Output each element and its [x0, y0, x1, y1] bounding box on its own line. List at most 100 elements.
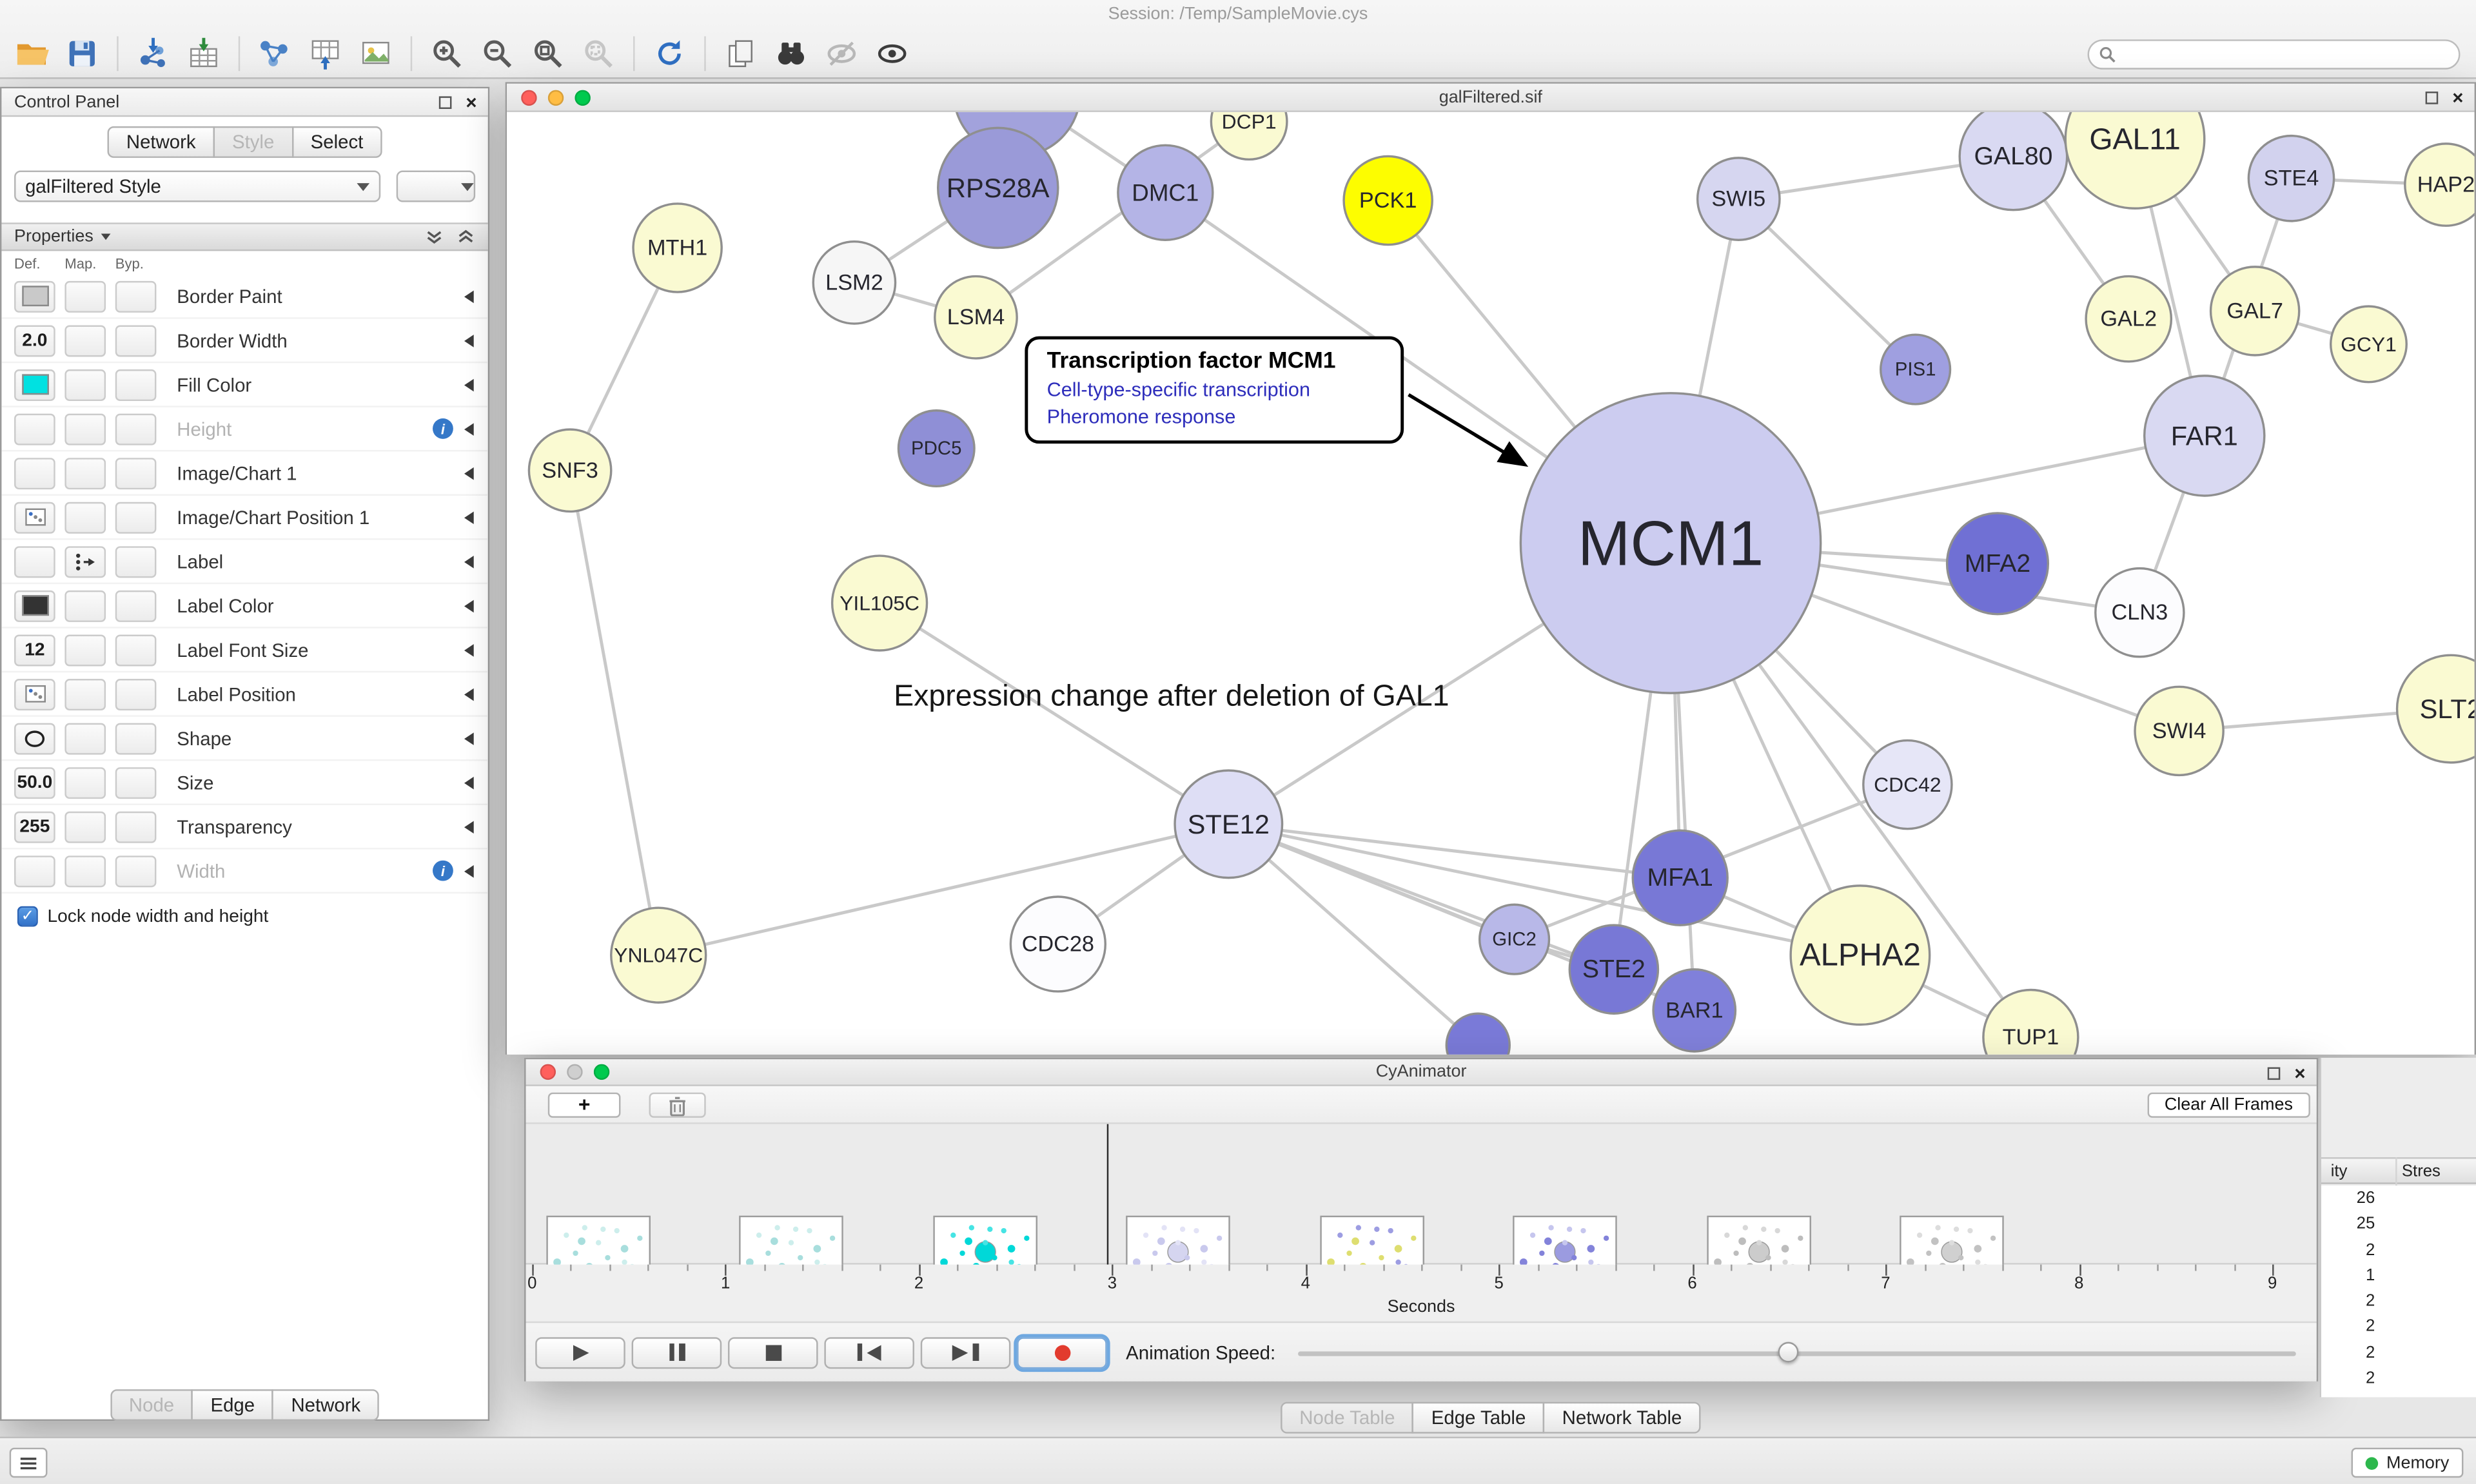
network-node-ste4[interactable] [2247, 134, 2335, 222]
playhead[interactable] [1106, 1124, 1109, 1265]
def-value-cell[interactable] [14, 855, 55, 887]
byp-value-cell[interactable] [115, 501, 157, 533]
network-node-gcy1[interactable] [2329, 305, 2408, 384]
def-value-cell[interactable]: 2.0 [14, 324, 55, 356]
map-value-cell[interactable] [64, 456, 106, 489]
byp-value-cell[interactable] [115, 324, 157, 356]
map-value-cell[interactable] [64, 810, 106, 843]
network-edge[interactable] [568, 470, 660, 956]
map-value-cell[interactable] [64, 634, 106, 666]
zoom-fit-button[interactable] [523, 32, 573, 76]
map-value-cell[interactable] [64, 280, 106, 312]
table-row[interactable]: 2 [2321, 1237, 2476, 1263]
byp-value-cell[interactable] [115, 766, 157, 798]
network-edge[interactable] [1227, 823, 1479, 1047]
style-target-tab-node[interactable]: Node [110, 1389, 193, 1421]
network-node-lsm2[interactable] [812, 240, 897, 325]
network-window-titlebar[interactable]: galFiltered.sif × [507, 83, 2475, 112]
byp-value-cell[interactable] [115, 545, 157, 578]
skip-start-button[interactable] [824, 1336, 914, 1369]
network-node-ynl047c[interactable] [610, 906, 707, 1004]
byp-value-cell[interactable] [115, 368, 157, 400]
expand-row-arrow-icon[interactable] [464, 466, 474, 480]
network-edge[interactable] [1228, 822, 1681, 880]
network-node-ste2[interactable] [1568, 924, 1660, 1015]
byp-value-cell[interactable] [115, 589, 157, 621]
style-target-tab-network[interactable]: Network [272, 1389, 380, 1421]
map-value-cell[interactable] [64, 413, 106, 445]
show-all-button[interactable] [867, 32, 917, 76]
network-node-alpha2[interactable] [1789, 884, 1931, 1026]
style-target-tab-edge[interactable]: Edge [192, 1389, 274, 1421]
expand-row-arrow-icon[interactable] [464, 643, 474, 656]
tab-network[interactable]: Network [107, 126, 215, 158]
network-node-gic2[interactable] [1478, 903, 1551, 975]
dock-tab-edge-table[interactable]: Edge Table [1412, 1401, 1545, 1434]
network-caption[interactable]: Expression change after deletion of GAL1 [894, 680, 1449, 714]
def-value-cell[interactable]: 255 [14, 810, 55, 843]
pause-button[interactable] [631, 1336, 722, 1369]
expand-row-arrow-icon[interactable] [464, 511, 474, 523]
import-table-button[interactable] [179, 32, 229, 76]
expand-row-arrow-icon[interactable] [464, 687, 474, 701]
def-value-cell[interactable] [14, 678, 55, 710]
expand-all-icon[interactable] [425, 228, 444, 246]
network-node-snf3[interactable] [527, 428, 613, 513]
zoom-in-button[interactable] [422, 32, 472, 76]
hide-selected-button[interactable] [816, 32, 867, 76]
network-node-ste12[interactable] [1174, 769, 1284, 879]
network-node-tup1[interactable] [1982, 988, 2079, 1055]
add-frame-button[interactable]: + [547, 1092, 621, 1118]
network-node-rps28a[interactable] [936, 126, 1059, 249]
table-row[interactable]: 26 [2321, 1186, 2476, 1211]
network-node-mfa1[interactable] [1631, 829, 1729, 926]
map-value-cell[interactable] [64, 766, 106, 798]
byp-value-cell[interactable] [115, 413, 157, 445]
network-node-dmc1[interactable] [1117, 144, 1214, 241]
network-node-slt2[interactable] [2395, 654, 2475, 764]
expand-row-arrow-icon[interactable] [464, 776, 474, 789]
float-window-icon[interactable] [2267, 1067, 2281, 1080]
expand-row-arrow-icon[interactable] [464, 333, 474, 347]
expand-row-arrow-icon[interactable] [464, 289, 474, 302]
network-edge[interactable] [878, 601, 1230, 826]
map-value-cell[interactable] [64, 324, 106, 356]
table-row[interactable]: 2 [2321, 1340, 2476, 1366]
network-node-swi4[interactable] [2134, 685, 2225, 777]
table-header-row[interactable]: ity Stres [2321, 1157, 2476, 1184]
find-button[interactable] [766, 32, 816, 76]
def-value-cell[interactable] [14, 368, 55, 400]
network-node-hap2[interactable] [2404, 142, 2475, 227]
byp-value-cell[interactable] [115, 634, 157, 666]
dock-tab-node-table[interactable]: Node Table [1280, 1401, 1414, 1434]
table-column-header[interactable]: ity [2330, 1162, 2348, 1181]
close-window-icon[interactable] [540, 1064, 556, 1080]
export-image-button[interactable] [351, 32, 401, 76]
zoom-selected-button[interactable] [573, 32, 624, 76]
animation-speed-slider[interactable] [1297, 1336, 2296, 1368]
float-window-icon[interactable] [2425, 92, 2439, 104]
annotation-box[interactable]: Transcription factor MCM1 Cell-type-spec… [1025, 336, 1404, 444]
byp-value-cell[interactable] [115, 722, 157, 754]
expand-row-arrow-icon[interactable] [464, 599, 474, 612]
byp-value-cell[interactable] [115, 456, 157, 489]
network-node-cdc42[interactable] [1862, 739, 1953, 830]
byp-value-cell[interactable] [115, 280, 157, 312]
network-node-mfa2[interactable] [1945, 512, 2050, 616]
minimize-window-icon[interactable] [547, 89, 564, 105]
copy-button[interactable] [715, 32, 765, 76]
map-value-cell[interactable] [64, 368, 106, 400]
zoom-window-icon[interactable] [575, 89, 591, 105]
table-column-header[interactable]: Stres [2401, 1162, 2441, 1181]
dock-tab-network-table[interactable]: Network Table [1543, 1401, 1701, 1434]
save-session-button[interactable] [57, 32, 107, 76]
timeline[interactable] [526, 1124, 2317, 1289]
open-session-button[interactable] [6, 32, 57, 76]
expand-row-arrow-icon[interactable] [464, 864, 474, 877]
byp-value-cell[interactable] [115, 855, 157, 887]
expand-row-arrow-icon[interactable] [464, 820, 474, 833]
table-row[interactable]: 2 [2321, 1366, 2476, 1392]
network-edge[interactable] [975, 120, 1250, 319]
byp-value-cell[interactable] [115, 810, 157, 843]
cyanimator-titlebar[interactable]: CyAnimator × [526, 1059, 2317, 1086]
